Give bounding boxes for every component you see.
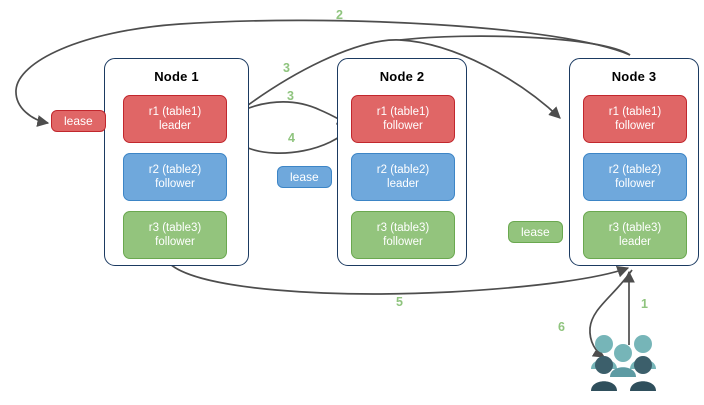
- replica-name: r1 (table1): [148, 106, 202, 118]
- edge-label-3a: 3: [283, 61, 290, 75]
- replica-n2r1[interactable]: r1 (table1) follower: [351, 95, 455, 143]
- replica-n3r1[interactable]: r1 (table1) follower: [583, 95, 687, 143]
- node-box-node1[interactable]: Node 1 r1 (table1) leader r2 (table2) fo…: [104, 58, 249, 266]
- replica-n1r1[interactable]: r1 (table1) leader: [123, 95, 227, 143]
- edge-label-1: 1: [641, 297, 648, 311]
- replica-role: follower: [615, 178, 655, 190]
- node-box-node2[interactable]: Node 2 r1 (table1) follower r2 (table2) …: [337, 58, 467, 266]
- edge-label-5: 5: [396, 295, 403, 309]
- replica-role: leader: [619, 236, 651, 248]
- edge-label-3b: 3: [287, 89, 294, 103]
- replica-role: leader: [387, 178, 419, 190]
- replica-name: r1 (table1): [376, 106, 430, 118]
- lease-badge-red[interactable]: lease: [51, 110, 106, 132]
- replica-n2r3[interactable]: r3 (table3) follower: [351, 211, 455, 259]
- replica-n2r2[interactable]: r2 (table2) leader: [351, 153, 455, 201]
- replica-n1r3[interactable]: r3 (table3) follower: [123, 211, 227, 259]
- replica-n3r3[interactable]: r3 (table3) leader: [583, 211, 687, 259]
- node-title-node1: Node 1: [154, 69, 199, 84]
- node-title-node2: Node 2: [379, 69, 425, 84]
- replica-role: follower: [383, 120, 423, 132]
- edge-5-path: [169, 263, 630, 295]
- replica-role: leader: [159, 120, 191, 132]
- node-title-node3: Node 3: [611, 69, 657, 84]
- replica-name: r2 (table2): [148, 164, 202, 176]
- replica-name: r3 (table3): [608, 222, 662, 234]
- node-box-node3[interactable]: Node 3 r1 (table1) follower r2 (table2) …: [569, 58, 699, 266]
- lease-badge-blue[interactable]: lease: [277, 166, 332, 188]
- replica-name: r2 (table2): [376, 164, 430, 176]
- replica-name: r3 (table3): [148, 222, 202, 234]
- edge-label-6: 6: [558, 320, 565, 334]
- users-group-icon: [591, 335, 656, 391]
- lease-badge-green[interactable]: lease: [508, 221, 563, 243]
- replica-n1r2[interactable]: r2 (table2) follower: [123, 153, 227, 201]
- edge-label-2: 2: [336, 8, 343, 22]
- replica-name: r1 (table1): [608, 106, 662, 118]
- replica-name: r3 (table3): [376, 222, 430, 234]
- replica-role: follower: [155, 236, 195, 248]
- replica-n3r2[interactable]: r2 (table2) follower: [583, 153, 687, 201]
- edge-label-4: 4: [288, 131, 295, 145]
- replica-role: follower: [383, 236, 423, 248]
- replica-role: follower: [615, 120, 655, 132]
- replica-role: follower: [155, 178, 195, 190]
- replica-name: r2 (table2): [608, 164, 662, 176]
- edge-2-path: [399, 35, 631, 56]
